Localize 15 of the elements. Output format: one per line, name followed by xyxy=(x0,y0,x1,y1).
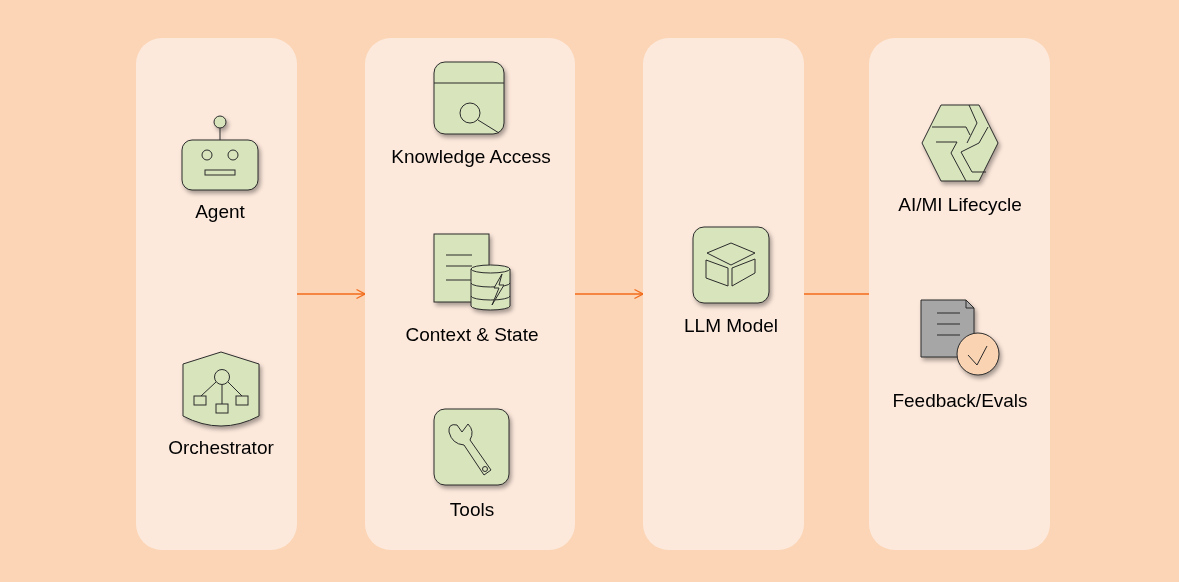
column-panel xyxy=(869,38,1050,550)
node-label: AI/MI Lifecycle xyxy=(898,193,1022,217)
node-label: LLM Model xyxy=(684,314,778,338)
node-label: Feedback/Evals xyxy=(892,389,1028,413)
node-label: Agent xyxy=(195,200,245,224)
column-panel xyxy=(136,38,297,550)
node-label: Orchestrator xyxy=(168,436,274,460)
connector-line xyxy=(803,293,870,295)
arrow xyxy=(574,288,644,300)
arrow xyxy=(296,288,366,300)
node-label: Tools xyxy=(449,498,495,522)
node-label: Context & State xyxy=(405,323,539,347)
node-label: Knowledge Access xyxy=(391,145,551,169)
column-panel xyxy=(365,38,575,550)
column-panel xyxy=(643,38,804,550)
